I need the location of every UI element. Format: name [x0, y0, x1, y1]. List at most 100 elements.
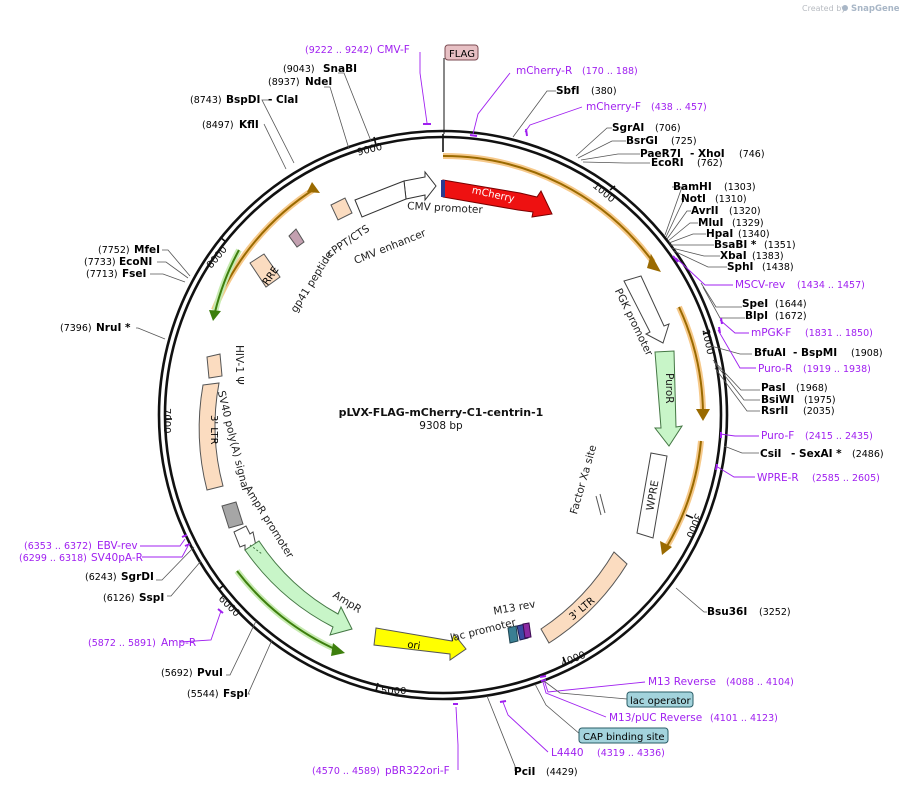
enzyme-bsabi[interactable]: BsaBI * (1351) — [714, 239, 796, 251]
enzyme-rsrii-pos: (2035) — [803, 406, 835, 417]
enzyme-pasi-name: PasI — [761, 382, 786, 394]
lac-operator-callout[interactable]: lac operator — [543, 680, 694, 708]
primer-mpgk-f[interactable]: mPGK-F (1831 .. 1850) — [751, 327, 873, 339]
enzyme-sgrai[interactable]: SgrAI (706) — [612, 122, 681, 134]
ltr-left-label: 3' LTR — [208, 415, 219, 445]
enzyme-bspdi-clai[interactable]: (8743) BspDI - ClaI — [190, 94, 298, 106]
enzyme-sgrai-pos: (706) — [655, 123, 681, 134]
enzyme-blpi-pos: (1672) — [775, 311, 807, 322]
primer-mcherry-r[interactable]: mCherry-R (170 .. 188) — [516, 65, 638, 77]
primer-wpre-r-pos: (2585 .. 2605) — [812, 473, 880, 484]
enzyme-xhoi-pos: (746) — [739, 149, 765, 160]
enzyme-kfli[interactable]: (8497) KflI — [202, 119, 259, 131]
enzyme-pcii[interactable]: PciI (4429) — [514, 766, 578, 778]
enzyme-bfuai-bspmi[interactable]: BfuAI - BspMI (1908) — [754, 347, 883, 359]
enzyme-bamhi[interactable]: BamHI (1303) — [673, 181, 756, 193]
enzyme-mlui[interactable]: MluI (1329) — [698, 217, 764, 229]
primer-wpre-r[interactable]: WPRE-R (2585 .. 2605) — [757, 472, 880, 484]
enzyme-pasi[interactable]: PasI (1968) — [761, 382, 828, 394]
enzyme-snabi[interactable]: (9043) SnaBI — [283, 63, 357, 75]
enzyme-nrui[interactable]: (7396) NruI * — [60, 322, 131, 334]
enzyme-pvui[interactable]: (5692) PvuI — [161, 667, 223, 679]
hiv-psi-feature: HIV-1 Ψ — [206, 345, 245, 385]
enzyme-csii-sexai[interactable]: CsiI - SexAI * (2486) — [760, 448, 884, 460]
enzyme-bsrgi[interactable]: BsrGI (725) — [626, 135, 697, 147]
enzyme-pvui-name: PvuI — [197, 667, 223, 679]
cap-site-callout[interactable]: CAP binding site — [534, 683, 669, 744]
puror-feature: PuroR — [653, 350, 684, 447]
enzyme-fspi[interactable]: (5544) FspI — [187, 688, 248, 700]
primer-amp-r[interactable]: (5872 .. 5891) Amp-R — [88, 637, 196, 649]
enzyme-rsrii[interactable]: RsrII (2035) — [761, 405, 835, 417]
primer-puro-f[interactable]: Puro-F (2415 .. 2435) — [761, 430, 873, 442]
enzyme-fsei[interactable]: (7713) FseI — [86, 268, 146, 280]
enzyme-bspdi-name: BspDI — [226, 94, 260, 106]
enzyme-rsrii-name: RsrII — [761, 405, 788, 417]
green-arrows — [214, 249, 338, 651]
puror-label: PuroR — [663, 373, 675, 404]
enzyme-avrii[interactable]: AvrII (1320) — [691, 205, 761, 217]
primer-pbr322ori-f[interactable]: (4570 .. 4589) pBR322ori-F — [312, 765, 450, 777]
primer-puro-r-name: Puro-R — [758, 363, 793, 375]
enzyme-sgrdi[interactable]: (6243) SgrDI — [85, 571, 154, 583]
tick-label-8000: 8000 — [205, 244, 230, 271]
enzyme-mfei[interactable]: (7752) MfeI — [98, 244, 160, 256]
primer-m13-reverse-name: M13 Reverse — [648, 676, 716, 688]
primer-cmv-f[interactable]: (9222 .. 9242) CMV-F — [305, 44, 410, 56]
enzyme-bsiwi-name: BsiWI — [761, 394, 794, 406]
enzyme-econi[interactable]: (7733) EcoNI — [84, 256, 152, 268]
enzyme-econi-pos: (7733) — [84, 257, 116, 268]
enzyme-fsei-name: FseI — [122, 268, 146, 280]
enzyme-bsiwi[interactable]: BsiWI (1975) — [761, 394, 836, 406]
primer-m13-puc-reverse[interactable]: M13/pUC Reverse (4101 .. 4123) — [609, 712, 778, 724]
enzyme-ecori[interactable]: EcoRI (762) — [651, 157, 723, 169]
enzyme-sphi[interactable]: SphI (1438) — [727, 261, 794, 273]
enzyme-sexai-pos: (2486) — [852, 449, 884, 460]
enzyme-sbfi[interactable]: SbfI (380) — [556, 85, 617, 97]
enzyme-ndei[interactable]: (8937) NdeI — [268, 76, 332, 88]
flag-callout[interactable]: FLAG — [443, 44, 479, 134]
primer-puro-r[interactable]: Puro-R (1919 .. 1938) — [758, 363, 871, 375]
pgk-feature: PGK promoter — [612, 275, 670, 358]
primer-l4440[interactable]: L4440 (4319 .. 4336) — [551, 747, 665, 759]
orf-arrowheads — [307, 182, 710, 555]
enzyme-bsu36i[interactable]: Bsu36I (3252) — [707, 606, 791, 618]
orf-arrow-1 — [442, 154, 654, 263]
primer-mcherry-r-name: mCherry-R — [516, 65, 572, 77]
enzyme-hpai[interactable]: HpaI (1340) — [706, 228, 770, 240]
primer-marks — [181, 123, 723, 705]
enzyme-blpi[interactable]: BlpI (1672) — [745, 310, 807, 322]
gp41-feature: gp41 peptide — [288, 228, 336, 315]
enzyme-fspi-name: FspI — [223, 688, 248, 700]
cap-site-label: CAP binding site — [583, 732, 665, 743]
primer-ebv-rev[interactable]: (6353 .. 6372) EBV-rev — [24, 540, 138, 552]
primer-m13-reverse[interactable]: M13 Reverse (4088 .. 4104) — [648, 676, 794, 688]
enzyme-sspi[interactable]: (6126) SspI — [103, 592, 164, 604]
tick-label-5000: 5000 — [381, 686, 406, 697]
enzyme-noti[interactable]: NotI (1310) — [681, 193, 747, 205]
enzyme-sspi-name: SspI — [139, 592, 164, 604]
orf-arrow-2 — [678, 306, 704, 414]
enzyme-ecori-name: EcoRI — [651, 157, 684, 169]
enzyme-spei[interactable]: SpeI (1644) — [742, 298, 807, 310]
enzyme-bspdi-pos: (8743) — [190, 95, 222, 106]
primer-mcherry-f-name: mCherry-F — [586, 101, 641, 113]
primer-wpre-r-name: WPRE-R — [757, 472, 799, 484]
primer-mcherry-r-pos: (170 .. 188) — [582, 66, 638, 77]
ampr-label: AmpR — [331, 589, 364, 616]
lac-region-feature: lac promoter M13 rev — [449, 598, 536, 644]
primer-sv40pa-r[interactable]: (6299 .. 6318) SV40pA-R — [19, 552, 143, 564]
primer-mcherry-f[interactable]: mCherry-F (438 .. 457) — [586, 101, 707, 113]
enzyme-bspmi-name: - BspMI — [793, 347, 837, 359]
lac-operator-label: lac operator — [630, 696, 691, 707]
enzyme-bamhi-pos: (1303) — [724, 182, 756, 193]
enzyme-bsabi-pos: (1351) — [764, 240, 796, 251]
primer-puro-r-pos: (1919 .. 1938) — [803, 364, 871, 375]
enzyme-paer7i-xhoi[interactable]: PaeR7I - XhoI (746) — [640, 148, 765, 160]
enzyme-xhoi-name: - XhoI — [690, 148, 725, 160]
enzyme-avrii-name: AvrII — [691, 205, 719, 217]
enzyme-xbai[interactable]: XbaI (1383) — [720, 250, 784, 262]
primer-mscv-rev[interactable]: MSCV-rev (1434 .. 1457) — [735, 279, 865, 291]
primer-l4440-name: L4440 — [551, 747, 584, 759]
primer-cmv-f-name: CMV-F — [377, 44, 410, 56]
